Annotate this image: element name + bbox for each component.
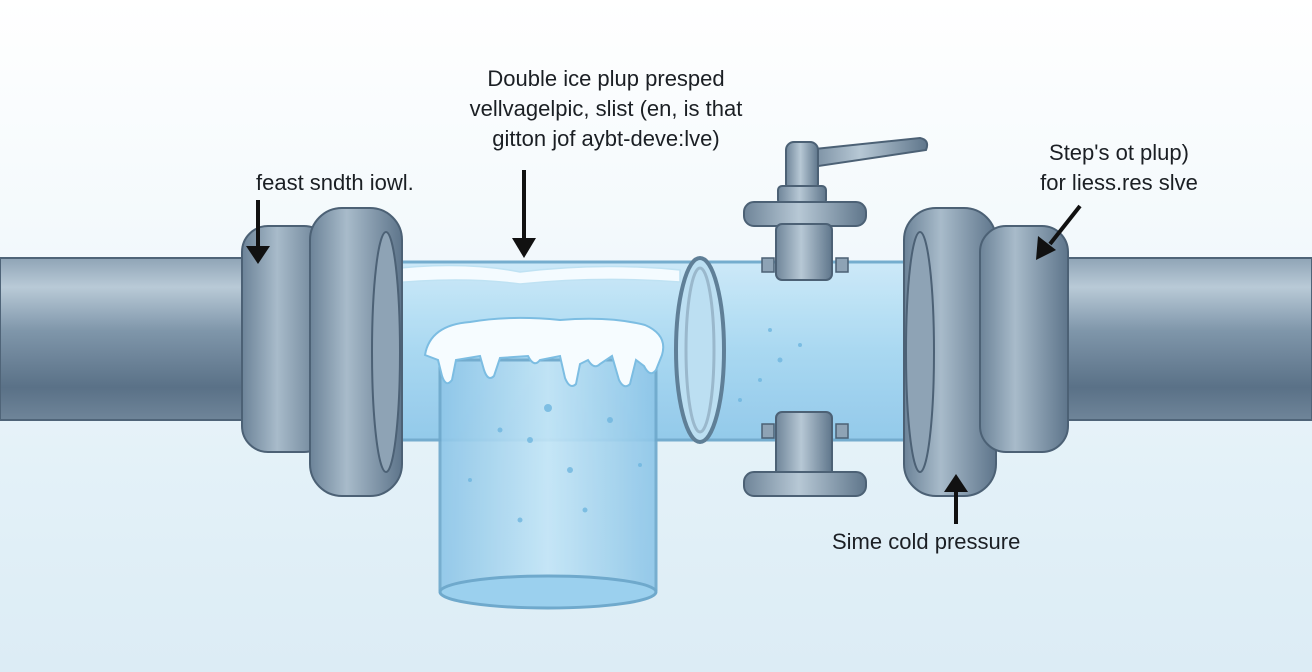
valve-top (743, 136, 929, 281)
label-ice-plug-line-1: Double ice plup presped (487, 66, 725, 91)
label-right-coupling: Step's ot plup) for liess.res slve (1014, 138, 1224, 198)
transparent-outlet (438, 358, 658, 606)
label-left-coupling-line-1: feast sndth iowl. (256, 170, 414, 195)
label-ice-plug: Double ice plup presped vellvagelpic, sl… (436, 64, 776, 154)
water-droplets (468, 328, 802, 523)
arrow-bottom-label (944, 474, 968, 524)
left-flange-rim (371, 231, 401, 473)
arrow-right-label (1036, 204, 1082, 260)
valve-bottom (743, 411, 867, 497)
ice-plug (423, 316, 665, 388)
label-right-coupling-line-2: for liess.res slve (1040, 170, 1198, 195)
arrow-top-label (512, 170, 536, 258)
label-ice-plug-line-3: gitton jof aybt-deve:lve) (492, 126, 720, 151)
label-left-coupling: feast sndth iowl. (256, 168, 414, 198)
right-flange-rim (905, 231, 935, 473)
arrow-left-label (246, 200, 270, 264)
label-pressure: Sime cold pressure (832, 527, 1020, 557)
right-coupling (979, 225, 1069, 453)
outlet-bottom-rim (438, 574, 658, 610)
ice-top-layer (381, 264, 681, 285)
label-pressure-line-1: Sime cold pressure (832, 529, 1021, 554)
label-ice-plug-line-2: vellvagelpic, slist (en, is that (469, 96, 743, 121)
inner-pipe-ring (674, 256, 726, 444)
label-right-coupling-line-1: Step's ot plup) (1049, 140, 1189, 165)
